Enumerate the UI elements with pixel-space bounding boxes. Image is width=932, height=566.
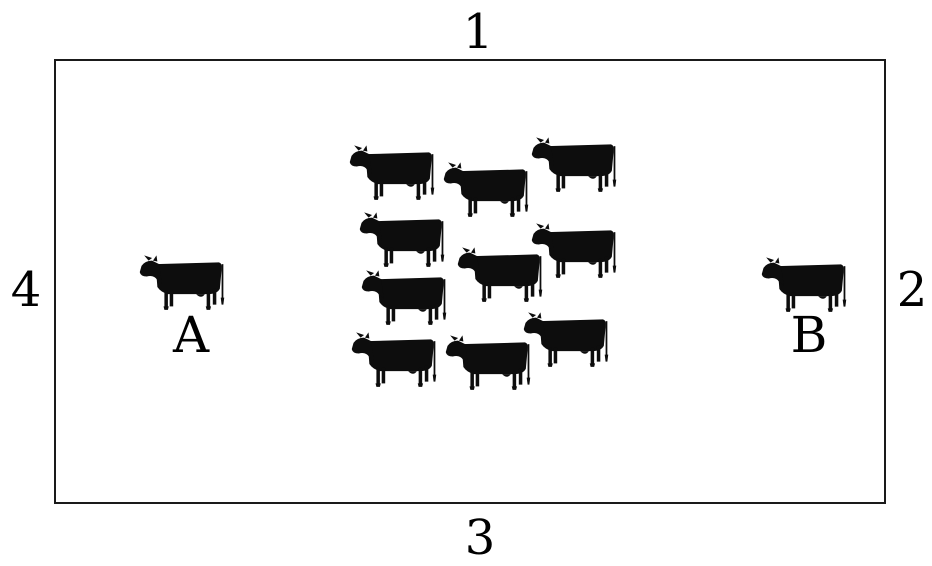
herd-cow-icon xyxy=(348,138,436,202)
side-label-right: 2 xyxy=(896,262,928,318)
cow-a-icon xyxy=(138,248,226,312)
cow-b-label: B xyxy=(790,306,828,364)
herd-cow-icon xyxy=(350,325,438,389)
side-label-top: 1 xyxy=(462,4,494,60)
herd-cow-icon xyxy=(360,263,448,327)
field-boundary xyxy=(54,59,886,504)
side-label-bottom: 3 xyxy=(464,510,496,566)
herd-cow-icon xyxy=(442,155,530,219)
herd-cow-icon xyxy=(522,305,610,369)
herd-cow-icon xyxy=(444,328,532,392)
herd-cow-icon xyxy=(358,205,446,269)
herd-cow-icon xyxy=(456,240,544,304)
cow-b-icon xyxy=(760,250,848,314)
cow-a-label: A xyxy=(172,306,210,364)
herd-cow-icon xyxy=(530,130,618,194)
side-label-left: 4 xyxy=(10,262,42,318)
